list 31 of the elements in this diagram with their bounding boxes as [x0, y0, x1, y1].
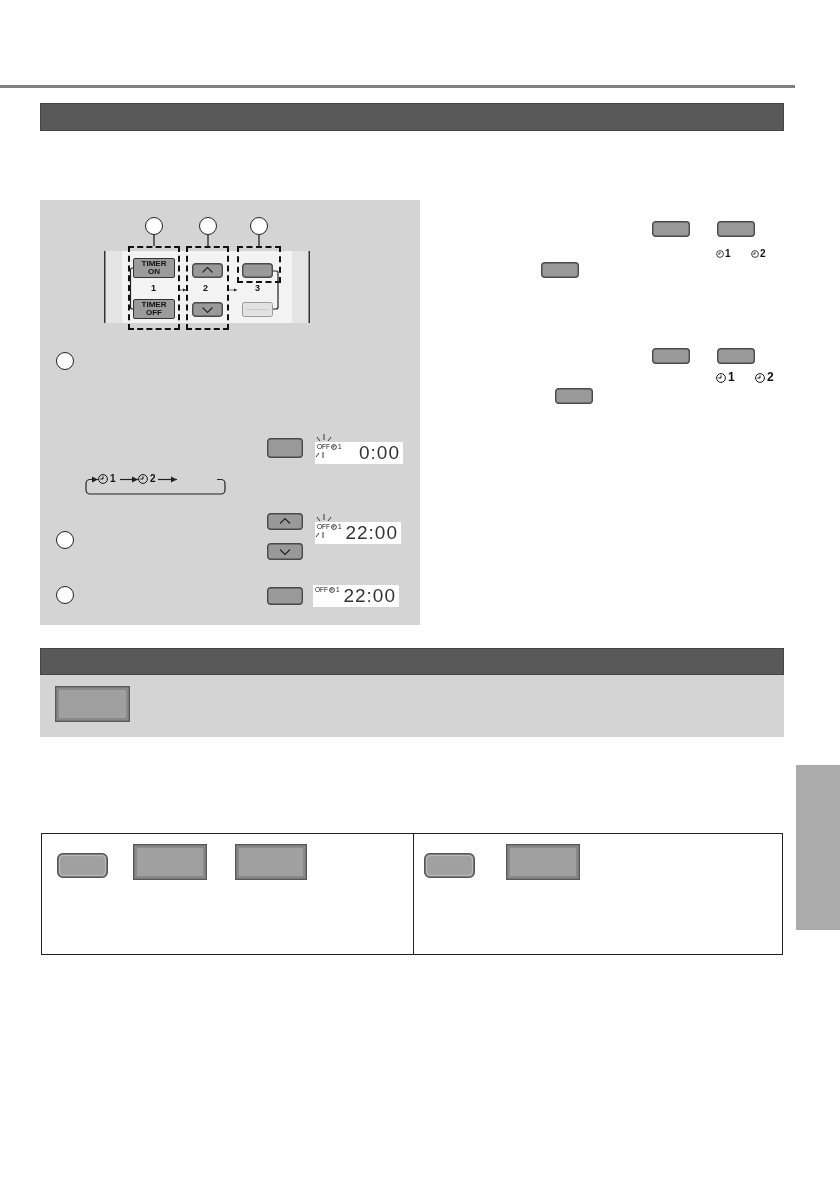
timer-key: TIMER ON	[133, 258, 175, 278]
callout-circle	[145, 217, 163, 235]
arrow	[119, 476, 139, 483]
step-circle	[56, 352, 74, 370]
loop-arrow	[85, 476, 226, 495]
lcd-time: 0:00	[359, 442, 400, 464]
group-number: 1	[151, 284, 156, 294]
lcd-display	[313, 585, 399, 607]
timer-number: 1	[110, 473, 116, 484]
timer-number: 1	[728, 371, 735, 385]
figure-panel	[40, 200, 420, 625]
leader-line	[207, 234, 209, 247]
timer-number: 2	[760, 248, 766, 259]
group-number: 2	[203, 284, 208, 294]
key-number: 3	[255, 284, 260, 294]
leader-line	[258, 234, 260, 247]
timer-number: 2	[150, 473, 156, 484]
key-group-outline	[186, 246, 229, 330]
callout-circle	[250, 217, 268, 235]
arrow	[157, 476, 178, 483]
step-circle	[56, 586, 74, 604]
lcd-time: 22:00	[345, 522, 398, 544]
key-group-outline	[128, 246, 180, 330]
callout-circle	[199, 217, 217, 235]
step-circle	[56, 531, 74, 549]
timer-number: 2	[767, 371, 774, 385]
leader-line	[153, 234, 155, 247]
lcd-time: 22:00	[343, 585, 396, 607]
key-group-outline	[237, 246, 281, 283]
timer-key: TIMER OFF	[133, 299, 175, 319]
timer-number: 1	[725, 248, 731, 259]
